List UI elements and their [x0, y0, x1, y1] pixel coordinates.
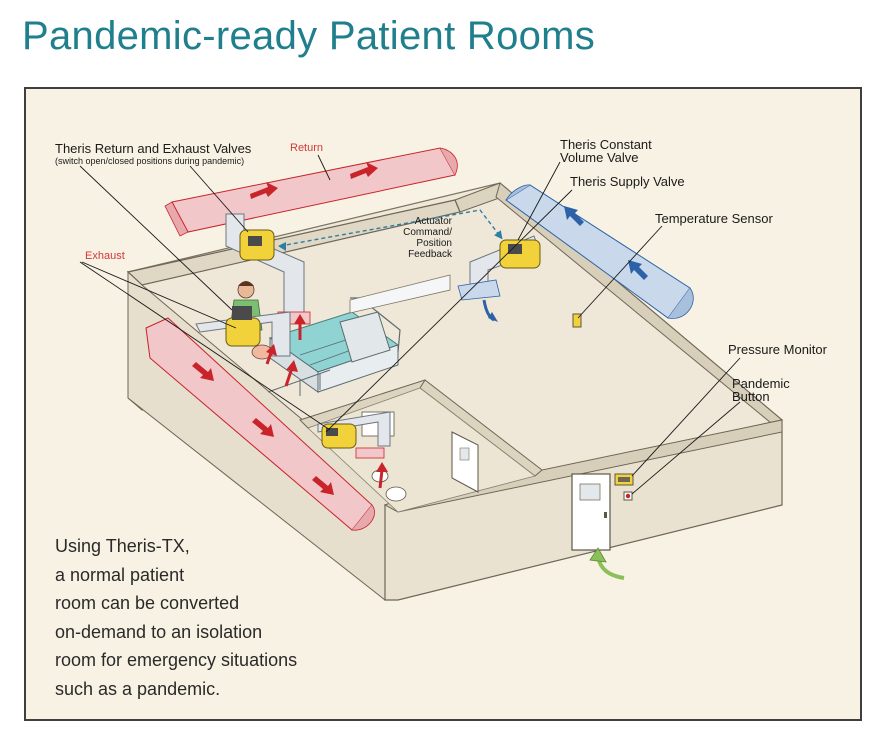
actuator-feedback-line	[279, 209, 503, 247]
return-valve	[239, 229, 275, 261]
label-actuator: Actuator Command/ Position Feedback	[396, 216, 452, 260]
label-actuator-2: Command/	[403, 227, 452, 238]
exhaust-pipe-room	[195, 311, 291, 357]
label-pandemic-button-1: Pandemic	[732, 376, 790, 391]
label-actuator-3: Position	[416, 238, 452, 249]
temperature-sensor-device	[572, 313, 582, 328]
label-constant-volume-1: Theris Constant	[560, 137, 652, 152]
caption: Using Theris-TX, a normal patient room c…	[55, 532, 297, 704]
caption-line: room for emergency situations	[55, 650, 298, 671]
exhaust-pipe-bathroom	[317, 411, 391, 447]
label-actuator-1: Actuator	[414, 216, 452, 227]
label-supply-valve: Theris Supply Valve	[570, 174, 685, 189]
exhaust-valve-room	[225, 306, 261, 347]
supply-valve	[499, 239, 541, 269]
callout-leaders	[79, 154, 741, 495]
exhaust-valve-bathroom	[321, 423, 357, 449]
caption-line: room can be converted	[55, 593, 240, 614]
caption-line: a normal patient	[55, 564, 185, 585]
return-duct	[164, 147, 458, 237]
label-constant-volume-2: Volume Valve	[560, 150, 639, 165]
page-title: Pandemic-ready Patient Rooms	[22, 14, 596, 58]
label-pressure-monitor: Pressure Monitor	[728, 342, 827, 357]
label-return-exhaust-sub: (switch open/closed positions during pan…	[55, 156, 245, 166]
label-exhaust: Exhaust	[85, 250, 125, 262]
caption-line: on-demand to an isolation	[55, 621, 263, 642]
bathroom-door	[451, 431, 479, 493]
caption-line: such as a pandemic.	[55, 678, 221, 699]
caption-line: Using Theris-TX,	[55, 536, 190, 556]
exhaust-duct	[145, 317, 375, 531]
label-return: Return	[290, 142, 324, 154]
label-temperature-sensor: Temperature Sensor	[655, 211, 773, 226]
label-pandemic-button-2: Button	[732, 389, 770, 404]
label-actuator-4: Feedback	[408, 249, 452, 260]
patient-bed	[251, 297, 401, 396]
supply-duct	[505, 184, 694, 319]
label-return-exhaust-valves: Theris Return and Exhaust Valves	[55, 141, 252, 156]
